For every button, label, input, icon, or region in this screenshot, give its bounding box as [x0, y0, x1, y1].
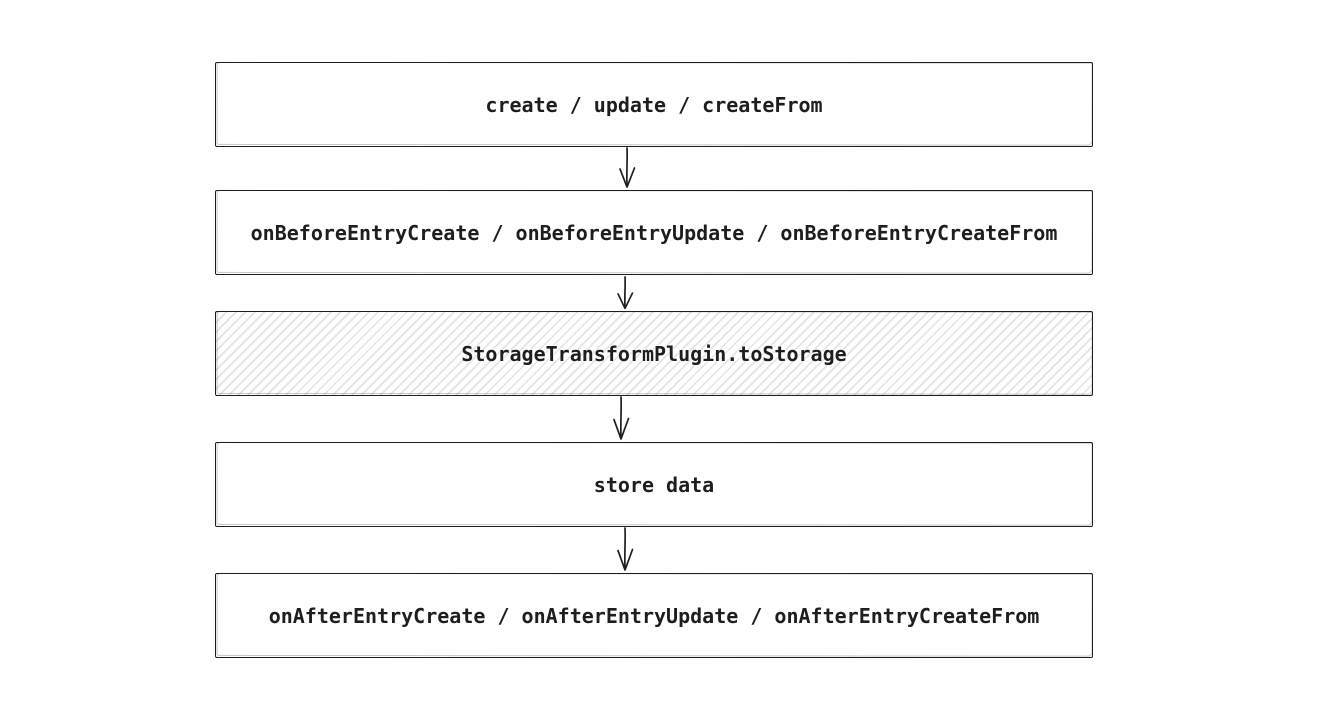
flow-node-create-update: create / update / createFrom	[215, 62, 1093, 147]
flow-node-label: onAfterEntryCreate / onAfterEntryUpdate …	[268, 603, 1040, 628]
flow-node-store-data: store data	[215, 442, 1093, 527]
arrow-down-icon	[615, 147, 639, 189]
flow-node-label: onBeforeEntryCreate / onBeforeEntryUpdat…	[250, 220, 1058, 245]
flow-node-label: StorageTransformPlugin.toStorage	[461, 341, 847, 366]
flow-node-onbefore-hooks: onBeforeEntryCreate / onBeforeEntryUpdat…	[215, 190, 1093, 275]
flow-node-onafter-hooks: onAfterEntryCreate / onAfterEntryUpdate …	[215, 573, 1093, 658]
flow-node-label: store data	[593, 472, 715, 497]
flow-node-label: create / update / createFrom	[485, 92, 823, 117]
arrow-down-icon	[609, 396, 633, 441]
flow-node-storage-transform-plugin: StorageTransformPlugin.toStorage	[215, 311, 1093, 396]
arrow-down-icon	[613, 527, 637, 572]
arrow-down-icon	[613, 276, 637, 310]
